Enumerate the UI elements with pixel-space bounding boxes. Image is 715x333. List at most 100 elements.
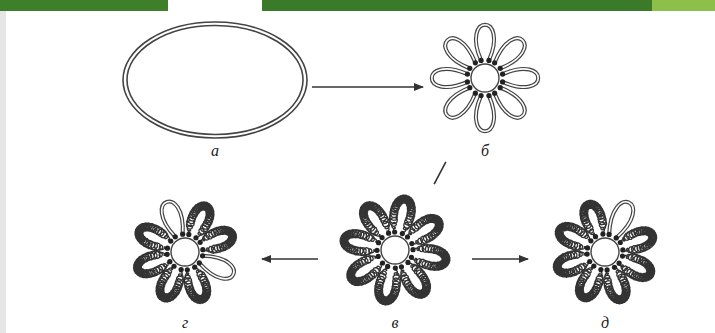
relaxed-loop: [432, 69, 468, 87]
scaffold-knob: [604, 267, 609, 272]
figure-panel: а: [120, 14, 310, 160]
relaxed-loop: [495, 88, 525, 118]
relaxed-loop: [476, 25, 494, 61]
supercoiled-loop: [360, 202, 390, 238]
scaffold-knob: [618, 240, 623, 245]
scaffold-knob: [486, 93, 491, 98]
scaffold-knob: [620, 254, 625, 259]
scaffold-knob: [500, 71, 505, 76]
supercoiled-loop: [200, 226, 236, 253]
relaxed-loop: [495, 88, 525, 118]
scaffold-knob: [492, 60, 497, 65]
scaffold-knob: [193, 235, 198, 240]
scaffold-knob: [392, 229, 397, 234]
scaffold-knob: [179, 267, 184, 272]
scaffold-knob: [498, 85, 503, 90]
scaffold-knob: [500, 79, 505, 84]
scaffold-knob: [180, 232, 185, 237]
panel-letter: б: [425, 142, 545, 160]
scaffold-knob: [467, 85, 472, 90]
supercoiled-loop: [134, 251, 170, 278]
figure-panel: в: [320, 186, 470, 332]
scaffold-knob: [600, 232, 605, 237]
scaffold-knob: [585, 251, 590, 256]
scaffold-knob: [478, 93, 483, 98]
scaffold-knob: [409, 241, 414, 246]
scaffold-knob: [200, 253, 205, 258]
relaxed-loop: [476, 96, 494, 132]
scaffold-core: [381, 236, 409, 264]
scaffold-knob: [478, 58, 483, 63]
scaffold-knob: [167, 259, 172, 264]
scaffold-knob: [200, 247, 205, 252]
stage-arrow: [434, 162, 446, 184]
scaffold-knob: [198, 240, 203, 245]
relaxed-loop: [445, 38, 475, 68]
scaffold-knob: [168, 238, 173, 243]
left-margin: [0, 0, 6, 333]
stage-arrow: [262, 258, 318, 260]
scaffold-knob: [186, 232, 191, 237]
scaffold-knob: [399, 264, 404, 269]
scaffold-knob: [405, 234, 410, 239]
scaffold-knob: [585, 245, 590, 250]
supercoiled-loop: [580, 200, 607, 236]
supercoiled-loop: [555, 223, 591, 251]
stage-arrow: [472, 258, 528, 260]
supercoiled-loop: [135, 223, 171, 250]
scaffold-knob: [171, 264, 176, 269]
header-bar: [262, 0, 652, 11]
scaffold-knob: [465, 71, 470, 76]
scaffold-knob: [385, 264, 390, 269]
supercoiled-loop: [389, 195, 415, 234]
figure-panel: б: [425, 14, 545, 160]
scaffold-knob: [185, 267, 190, 272]
supercoiled-loop: [620, 227, 656, 254]
supercoiled-loop: [401, 263, 431, 299]
relaxed-loop: [445, 38, 475, 68]
header-bar: [0, 0, 168, 11]
scaffold-knob: [405, 260, 410, 265]
scaffold-knob: [617, 261, 622, 266]
scaffold-core: [471, 64, 499, 92]
relaxed-loop: [432, 69, 468, 87]
supercoiled-loop: [553, 251, 589, 278]
scaffold-knob: [591, 264, 596, 269]
scaffold-knob: [393, 265, 398, 270]
scaffold-core: [591, 238, 619, 266]
relaxed-loop: [476, 96, 494, 132]
scaffold-knob: [473, 91, 478, 96]
panel-letter: д: [530, 314, 680, 332]
supercoiled-loop: [347, 256, 383, 286]
scaffold-knob: [486, 58, 491, 63]
dna-ring: [127, 26, 303, 135]
scaffold-knob: [612, 265, 617, 270]
figure-panel: г: [110, 186, 260, 332]
scaffold-knob: [376, 240, 381, 245]
scaffold-knob: [376, 254, 381, 259]
stage-arrow: [312, 86, 423, 88]
scaffold-knob: [165, 246, 170, 251]
relaxed-loop: [445, 88, 475, 118]
scaffold-knob: [465, 79, 470, 84]
scaffold-knob: [498, 66, 503, 71]
scaffold-knob: [409, 255, 414, 260]
scaffold-knob: [492, 91, 497, 96]
relaxed-loop: [476, 25, 494, 61]
relaxed-loop: [495, 38, 525, 68]
dna-ring: [123, 22, 307, 138]
scaffold-knob: [598, 267, 603, 272]
scaffold-core: [171, 238, 199, 266]
scaffold-knob: [386, 231, 391, 236]
scaffold-knob: [379, 235, 384, 240]
scaffold-knob: [614, 235, 619, 240]
scaffold-knob: [607, 232, 612, 237]
panel-letter: в: [320, 314, 470, 332]
relaxed-loop: [503, 69, 539, 87]
scaffold-knob: [173, 234, 178, 239]
scaffold-knob: [374, 248, 379, 253]
header-bar: [652, 0, 715, 11]
relaxed-loop: [445, 88, 475, 118]
